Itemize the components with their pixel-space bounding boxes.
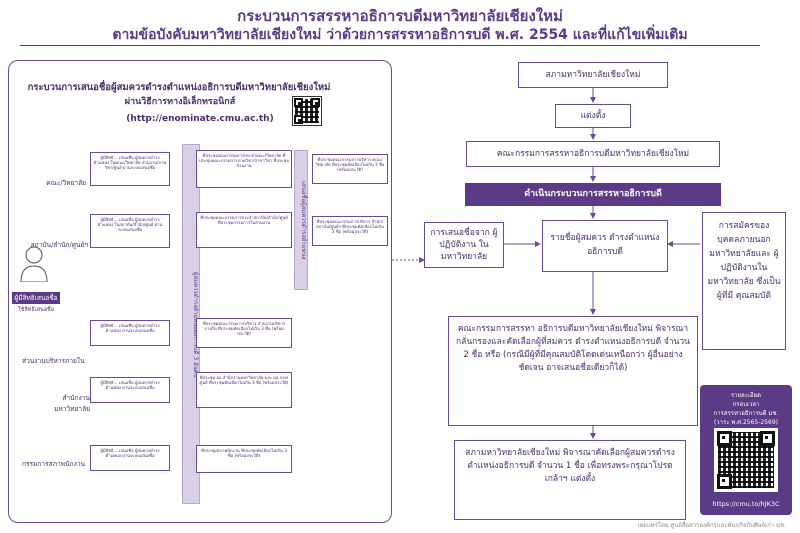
row-office-step1: ผู้มีสิทธิ... เสนอชื่อ ผู้สมควรดำรงตำแหน… bbox=[90, 377, 170, 403]
footer-credit: เผยแพร่โดย ศูนย์สื่อสารองค์กรและพันธกิจก… bbox=[637, 522, 786, 529]
row-label-staff-council: กรรมการสภาพนักงาน bbox=[22, 460, 86, 468]
process-box: ดำเนินกระบวนการสรรหาอธิการบดี bbox=[465, 183, 721, 206]
row-label-internal-admin: ส่วนงานบริหารภายใน bbox=[22, 357, 85, 365]
row-council-step1: ผู้มีสิทธิ... เสนอชื่อ ผู้สมควรดำรงตำแหน… bbox=[90, 445, 170, 471]
page-title: กระบวนการสรรหาอธิการบดีมหาวิทยาลัยเชียงใ… bbox=[237, 7, 563, 25]
appoint-box: แต่งตั้ง bbox=[555, 104, 631, 128]
nominate-vertical-bar bbox=[294, 150, 308, 290]
nomination-subheading: ผ่านวิธีการทางอิเล็กทรอนิกส์ bbox=[124, 97, 236, 107]
nominate-vertical-label: เสนอชื่อผู้สมควรดำรงตำแหน่ง bbox=[300, 180, 307, 260]
row-faculty-step2: ที่ประชุมคณะกรรมการประจำคณะ/วิทยาลัย ที่… bbox=[196, 150, 292, 188]
council-selection-box: สภามหาวิทยาลัยเชียงใหม่ พิจารณาคัดเลือกผ… bbox=[454, 440, 686, 520]
row-faculty-step3: ที่ประชุมคณะกรรมการบริหาร คณะ/วิทยาลัย ท… bbox=[312, 154, 388, 184]
voter-label: ผู้มีสิทธิเสนอชื่อ bbox=[12, 292, 60, 304]
info-line1: รายละเอียด bbox=[730, 392, 762, 399]
row-label-university-office: สำนักงานมหาวิทยาลัย bbox=[54, 394, 90, 413]
voter-sublabel: ใช้สิทธิเสนอชื่อ bbox=[17, 307, 55, 313]
candidate-list-box: รายชื่อผู้สมควร ดำรงตำแหน่งอธิการบดี bbox=[542, 220, 668, 272]
row-label-institute: สถาบัน/สำนัก/ศูนย์ฯ bbox=[30, 241, 88, 249]
staff-nomination-box: การเสนอชื่อจาก ผู้ปฏิบัติงาน ในมหาวิทยาล… bbox=[424, 222, 504, 268]
page-subtitle: ตามข้อบังคับมหาวิทยาลัยเชียงใหม่ ว่าด้วย… bbox=[112, 27, 688, 43]
row-internal-step2: ที่ประชุมคณะกรรมการบริหาร ส่วนงานบริหารภ… bbox=[196, 318, 292, 348]
row-institute-step2: ที่ประชุมคณะกรรมการประจำสถาบัน/สำนัก/ศูน… bbox=[196, 212, 292, 248]
nomination-url[interactable]: (http://enominate.cmu.ac.th) bbox=[126, 114, 274, 124]
process-vertical-label: ผู้สมควรดำรงตำแหน่งอธิการบดี 3 อันดับ bbox=[192, 272, 199, 378]
row-label-faculty: คณะ/วิทยาลัย bbox=[46, 179, 86, 187]
committee-box: คณะกรรมการสรรหาอธิการบดีมหาวิทยาลัยเชียง… bbox=[466, 141, 720, 167]
council-box: สภามหาวิทยาลัยเชียงใหม่ bbox=[518, 62, 668, 88]
row-office-step2: ที่ประชุม ผอ.สำนักงานมหาวิทยาลัย และ ผอ.… bbox=[196, 372, 292, 408]
row-internal-step1: ผู้มีสิทธิ... เสนอชื่อ ผู้สมควรดำรงตำแหน… bbox=[90, 320, 170, 346]
nomination-qr-code bbox=[292, 96, 322, 126]
timeline-qr-code bbox=[714, 428, 778, 492]
info-line4: (วาระ พ.ศ.2565-2569) bbox=[713, 419, 779, 426]
row-institute-step3: ที่ประชุมคณะกรรมการบริหาร สำนัก/สถาบัน/ศ… bbox=[312, 216, 388, 246]
info-line2: กรอบเวลา bbox=[732, 401, 760, 408]
timeline-url[interactable]: https://cmu.to/hJK3C bbox=[712, 500, 780, 508]
external-application-box: การสมัครของ บุคคลภายนอก มหาวิทยาลัยและ ผ… bbox=[702, 212, 786, 350]
committee-selection-box: คณะกรรมการสรรหา อธิการบดีมหาวิทยาลัยเชีย… bbox=[448, 316, 698, 426]
title-divider bbox=[20, 45, 760, 46]
row-council-step2: ที่ประชุมสภาพนักงาน ที่ประชุมคัดเลือกไม่… bbox=[196, 445, 292, 473]
row-institute-step1: ผู้มีสิทธิ... เสนอชื่อ ผู้สมควรดำรงตำแหน… bbox=[90, 214, 170, 248]
nomination-heading: กระบวนการเสนอชื่อผู้สมควรดำรงตำแหน่งอธิก… bbox=[27, 82, 331, 93]
person-icon bbox=[18, 244, 50, 282]
row-faculty-step1: ผู้มีสิทธิ... เสนอชื่อ ผู้สมควรดำรงตำแหน… bbox=[90, 152, 170, 186]
info-line3: การสรรหาอธิการบดี มช. bbox=[713, 410, 779, 417]
